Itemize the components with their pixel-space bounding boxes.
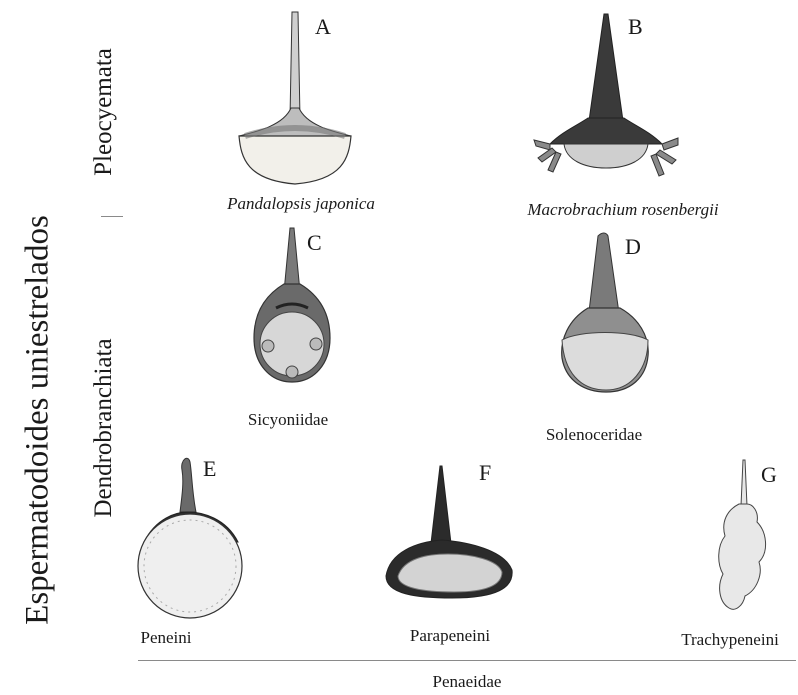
panel-letter-c: C [307, 232, 322, 254]
panel-letter-g: G [761, 464, 777, 486]
panel-letter-f: F [479, 462, 491, 484]
panel-letter-a: A [315, 16, 331, 38]
spermatozoon-d [550, 228, 660, 396]
main-title: Espermatodoides uniestrelados [20, 215, 57, 625]
panel-caption-f: Parapeneini [410, 626, 490, 646]
panel-caption-b: Macrobrachium rosenbergii [527, 200, 718, 220]
spermatozoon-b [528, 8, 698, 192]
panel-caption-g: Trachypeneini [681, 630, 779, 650]
panel-caption-d: Solenoceridae [546, 425, 642, 445]
panel-caption-c: Sicyoniidae [248, 410, 328, 430]
group-label-dendrobranchiata: Dendrobranchiata [90, 338, 118, 517]
panel-letter-d: D [625, 236, 641, 258]
panel-letter-e: E [203, 458, 216, 480]
spermatozoon-f [376, 458, 526, 608]
panel-letter-b: B [628, 16, 643, 38]
penaeidae-rule [138, 660, 796, 661]
group-separator [101, 216, 123, 217]
group-label-pleocyemata: Pleocyemata [90, 48, 118, 176]
panel-caption-a: Pandalopsis japonica [227, 194, 375, 214]
panel-caption-e: Peneini [141, 628, 192, 648]
spermatozoon-a [225, 8, 365, 192]
spermatozoon-c [242, 222, 342, 392]
spermatozoon-e [130, 452, 250, 624]
bottom-group-label: Penaeidae [433, 672, 502, 692]
